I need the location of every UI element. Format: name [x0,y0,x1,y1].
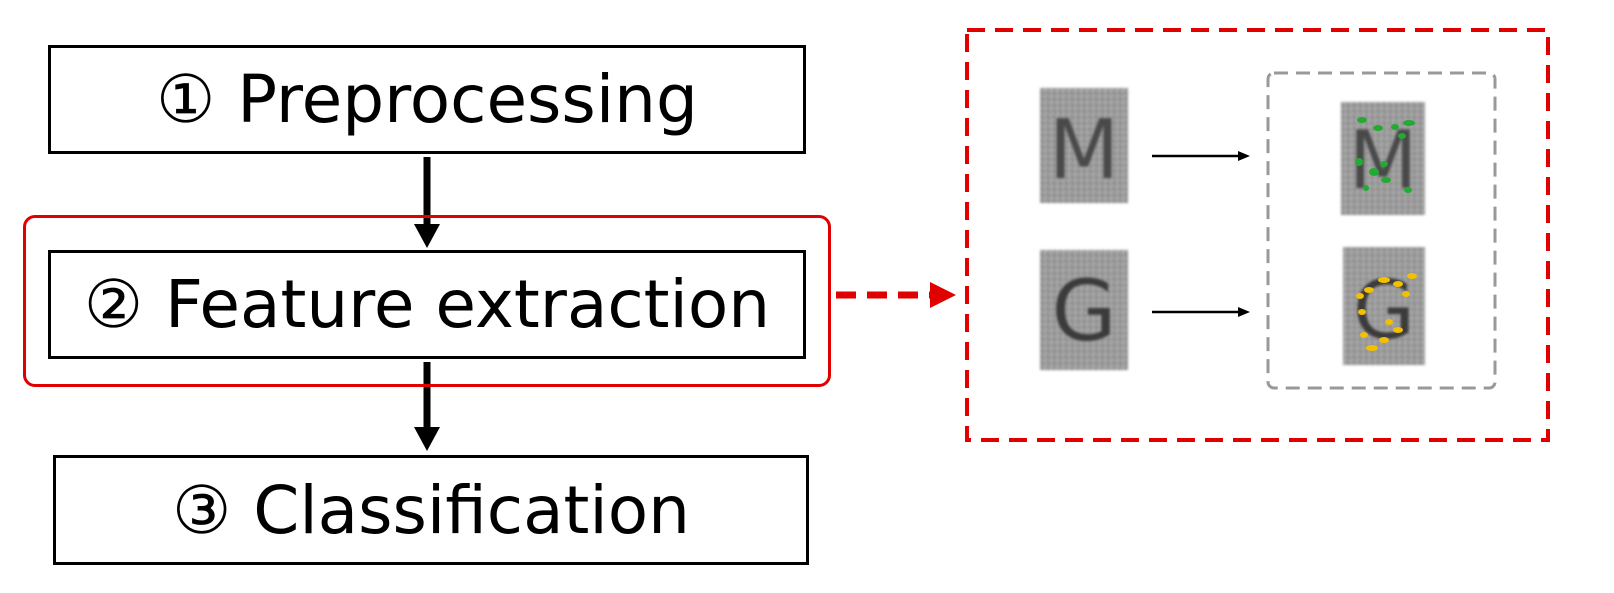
svg-text:G: G [1051,262,1116,360]
sample-g-arrow [1152,307,1250,317]
sample-m-arrow [1152,151,1250,161]
step-1-label: Preprocessing [237,61,698,138]
keypoint-panel-border [1266,71,1497,390]
svg-text:M: M [1049,103,1120,198]
detail-panel-border [965,28,1550,442]
svg-text:M: M [1348,114,1417,207]
step-preprocessing-box: ① Preprocessing [48,45,806,154]
step-2-number: ② [83,266,144,343]
step-classification-box: ③ Classification [53,455,809,565]
sample-g-keypoints-image: G [1343,247,1425,365]
step-1-number: ① [156,61,216,138]
sample-m-keypoints-image: M [1341,102,1425,215]
svg-text:G: G [1353,264,1415,357]
sample-m-original-image: M [1040,88,1128,203]
step-3-label: Classification [253,471,690,549]
step-2-label: Feature extraction [165,266,771,343]
step-feature-extraction-box: ② Feature extraction [48,250,806,359]
step-3-number: ③ [172,471,232,549]
detail-connector-arrow [836,282,956,308]
feature-extraction-highlight [23,215,831,387]
sample-g-original-image: G [1040,250,1128,370]
